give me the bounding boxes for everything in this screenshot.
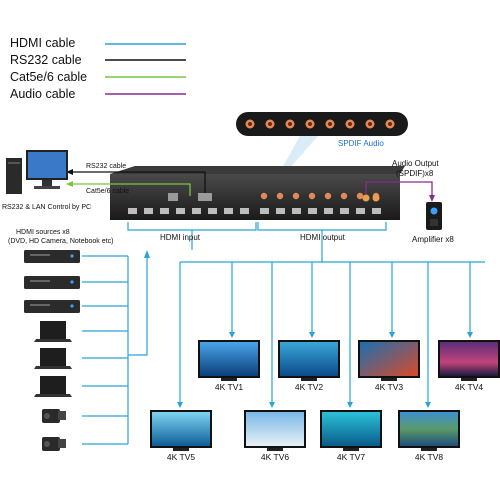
audio-port — [372, 194, 380, 202]
legend-cat-label: Cat5e/6 cable — [10, 70, 88, 84]
amplifier-icon — [426, 202, 442, 230]
hdmi-output-port — [308, 208, 317, 214]
tv-4-label: 4K TV4 — [454, 382, 484, 392]
tv-1-icon — [198, 340, 260, 381]
hdmi-input-label: HDMI input — [160, 233, 201, 242]
tv-7-label: 4K TV7 — [336, 452, 366, 462]
audio-port — [362, 194, 370, 202]
tv-6-icon — [244, 410, 306, 451]
hdmi-output-port — [372, 208, 381, 214]
spdif-port — [385, 119, 395, 129]
rs232-lan-control-label: RS232 & LAN Control by PC — [2, 204, 92, 211]
tv-8-icon — [398, 410, 460, 451]
tv-2-label: 4K TV2 — [294, 382, 324, 392]
spdif-out-port — [260, 192, 268, 200]
hdmi-output-port — [276, 208, 285, 214]
dvd-player-icon — [24, 250, 80, 263]
hdmi-matrix-switcher — [110, 166, 405, 220]
tv-3-icon — [358, 340, 420, 381]
legend — [105, 43, 186, 95]
tv-7-icon — [320, 410, 382, 451]
dvd-player-icon — [24, 300, 80, 313]
hdmi-input-port — [208, 208, 217, 214]
spdif-out-port — [308, 192, 316, 200]
hdmi-output-port — [356, 208, 365, 214]
hdmi-output-port — [292, 208, 301, 214]
hdmi-input-port — [160, 208, 169, 214]
tv-6-label: 4K TV6 — [260, 452, 290, 462]
legend-audio-label: Audio cable — [10, 87, 76, 101]
hdmi-output-port — [340, 208, 349, 214]
spdif-port — [305, 119, 315, 129]
tv-1-label: 4K TV1 — [214, 382, 244, 392]
tv-8-label: 4K TV8 — [414, 452, 444, 462]
hdmi-input-port — [176, 208, 185, 214]
spdif-out-port — [292, 192, 300, 200]
dvd-player-icon — [24, 276, 80, 289]
spdif-port — [325, 119, 335, 129]
hdmi-input-port — [240, 208, 249, 214]
hdmi-output-port — [260, 208, 269, 214]
hdmi-input-port — [224, 208, 233, 214]
tv-2-icon — [278, 340, 340, 381]
tv-4-icon — [438, 340, 500, 381]
spdif-count-label: (SPDIF)x8 — [396, 169, 434, 178]
tv-5-icon — [150, 410, 212, 451]
rs232-cable-label: RS232 cable — [86, 163, 127, 170]
hdmi-input-port — [144, 208, 153, 214]
spdif-out-port — [356, 192, 364, 200]
spdif-port — [345, 119, 355, 129]
rs232-port — [198, 193, 212, 201]
spdif-out-port — [276, 192, 284, 200]
lan-port — [168, 193, 178, 201]
hdmi-sources-title: HDMI sources x8 — [16, 229, 70, 236]
camera-icon — [42, 437, 66, 451]
spdif-port — [245, 119, 255, 129]
cat-cable-label: Cat5e/6 cable — [86, 188, 130, 195]
laptop-icon — [34, 348, 72, 369]
spdif-out-port — [340, 192, 348, 200]
spdif-port — [265, 119, 275, 129]
laptop-icon — [34, 321, 72, 342]
hdmi-input-port — [128, 208, 137, 214]
laptop-icon — [34, 376, 72, 397]
spdif-port — [365, 119, 375, 129]
audio-output-label: Audio Output — [392, 159, 439, 168]
hdmi-output-label: HDMI output — [300, 233, 345, 242]
pc-icon — [6, 150, 68, 194]
hdmi-output-port — [324, 208, 333, 214]
spdif-port — [285, 119, 295, 129]
tv-5-label: 4K TV5 — [166, 452, 196, 462]
hdmi-sources-subtitle: (DVD, HD Camera, Notebook etc) — [8, 238, 114, 245]
spdif-out-port — [324, 192, 332, 200]
camera-icon — [42, 409, 66, 423]
legend-hdmi-label: HDMI cable — [10, 36, 76, 50]
legend-rs232-label: RS232 cable — [10, 53, 82, 67]
spdif-audio-label: SPDIF Audio — [338, 139, 384, 148]
amplifier-label: Amplifier x8 — [412, 235, 454, 244]
tv-3-label: 4K TV3 — [374, 382, 404, 392]
hdmi-input-port — [192, 208, 201, 214]
